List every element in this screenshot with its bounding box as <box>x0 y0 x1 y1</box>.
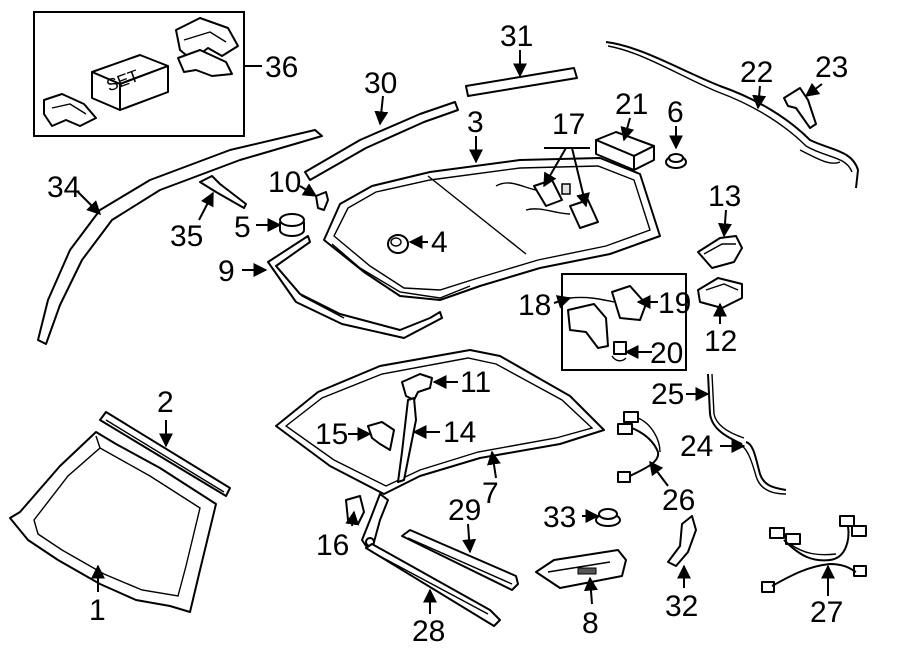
callout-5: 5 <box>234 211 251 244</box>
callout-21: 21 <box>615 88 648 121</box>
callout-23: 23 <box>815 51 848 84</box>
set-box: SET <box>91 54 169 111</box>
part-36-repair-kit: SET <box>33 11 262 137</box>
callout-8: 8 <box>582 607 599 640</box>
callout-2: 2 <box>157 386 174 419</box>
part-15-clip <box>367 421 395 451</box>
part-25-drain-hose <box>707 373 745 445</box>
callout-29: 29 <box>448 494 481 527</box>
callout-28: 28 <box>412 615 445 648</box>
parts-18-20-group-box <box>561 273 687 371</box>
callout-15: 15 <box>315 418 348 451</box>
callout-30: 30 <box>364 67 397 100</box>
callout-9: 9 <box>218 255 235 288</box>
callout-1: 1 <box>89 594 106 627</box>
callout-19: 19 <box>658 287 691 320</box>
part-14-guide-rod <box>397 397 417 483</box>
callout-17: 17 <box>552 108 585 141</box>
callout-4: 4 <box>431 226 448 259</box>
part-35-clip <box>199 175 247 209</box>
callout-32: 32 <box>665 590 698 623</box>
part-5-bumper <box>279 213 305 237</box>
callout-27: 27 <box>810 596 843 629</box>
part-8-track <box>535 549 627 589</box>
callout-35: 35 <box>170 220 203 253</box>
callout-11: 11 <box>460 366 491 399</box>
callout-13: 13 <box>708 180 741 213</box>
callout-34: 34 <box>47 171 80 204</box>
part-2-windshield-molding <box>99 411 231 497</box>
part-6-grommet <box>665 153 687 169</box>
callout-3: 3 <box>467 106 484 139</box>
part-34-roof-rail-molding <box>37 129 323 345</box>
callout-24: 24 <box>680 430 713 463</box>
part-11-bracket <box>401 373 433 401</box>
callout-25: 25 <box>651 378 684 411</box>
part-24-drain-hose <box>741 441 787 495</box>
part-30-seal-strip <box>304 101 459 181</box>
part-13-bracket <box>697 235 743 269</box>
part-3-roof-frame <box>323 157 661 301</box>
part-9-header-trim <box>267 235 443 339</box>
part-29-rear-seal <box>401 529 519 591</box>
part-33-grommet <box>595 508 621 527</box>
part-10-clip <box>315 191 329 211</box>
part-21-control-module <box>595 131 655 171</box>
callout-26: 26 <box>662 484 695 517</box>
callout-6: 6 <box>667 96 684 129</box>
callout-14: 14 <box>443 416 476 449</box>
callout-12: 12 <box>704 325 737 358</box>
callout-7: 7 <box>482 477 499 510</box>
part-28-lower-molding <box>365 543 501 627</box>
callout-22: 22 <box>740 56 773 89</box>
callout-20: 20 <box>650 337 683 370</box>
part-7-glass-panel <box>275 349 605 495</box>
callout-36: 36 <box>265 51 298 84</box>
callout-31: 31 <box>500 20 533 53</box>
part-27-wiring-harness <box>761 515 867 593</box>
part-4-plug <box>387 234 409 254</box>
callout-16: 16 <box>316 529 349 562</box>
part-12-latch <box>697 277 743 309</box>
part-1-windshield-frame <box>9 431 217 613</box>
callout-10: 10 <box>268 166 301 199</box>
callout-18: 18 <box>518 289 551 322</box>
part-23-cap <box>783 87 817 129</box>
part-31-molding-strip <box>465 67 578 97</box>
part-26-wiring-harness <box>617 411 661 483</box>
part-32-pillar-trim <box>667 515 697 567</box>
callout-33: 33 <box>543 501 576 534</box>
